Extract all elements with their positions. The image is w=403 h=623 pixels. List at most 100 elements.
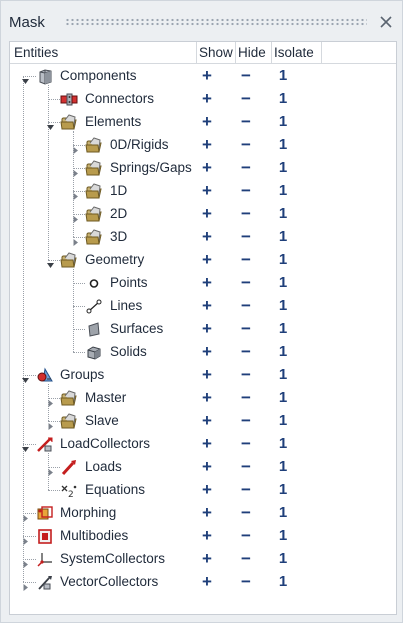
hide-button[interactable]: − [241,480,251,499]
show-button[interactable]: + [202,112,212,131]
isolate-button[interactable]: 1 [278,343,288,360]
show-button[interactable]: + [202,365,212,384]
show-button[interactable]: + [202,457,212,476]
tree-row[interactable]: Multibodies+−1 [10,525,396,548]
column-header-entities[interactable]: Entities [14,45,59,60]
show-button[interactable]: + [202,204,212,223]
isolate-button[interactable]: 1 [278,251,288,268]
isolate-button[interactable]: 1 [278,205,288,222]
tree-row[interactable]: Elements+−1 [10,111,396,134]
tree-item-label[interactable]: Connectors [85,91,155,106]
panel-titlebar[interactable]: Mask [1,1,402,39]
tree-item-label[interactable]: Groups [60,367,105,382]
hide-button[interactable]: − [241,411,251,430]
show-button[interactable]: + [202,296,212,315]
hide-button[interactable]: − [241,250,251,269]
isolate-button[interactable]: 1 [278,274,288,291]
show-button[interactable]: + [202,388,212,407]
drag-grip-handle[interactable] [65,18,367,26]
hide-button[interactable]: − [241,572,251,591]
expanded-arrow-icon[interactable] [22,371,29,383]
show-button[interactable]: + [202,158,212,177]
tree-item-label[interactable]: Master [85,390,127,405]
tree-row[interactable]: Geometry + − 1 [10,249,396,272]
show-button[interactable]: + [202,319,212,338]
collapsed-arrow-icon[interactable] [72,210,79,223]
tree-row[interactable]: Master + − 1 [10,387,396,410]
show-button[interactable]: + [202,250,212,269]
tree-row[interactable]: Points + − 1 [10,272,396,295]
show-button[interactable]: + [202,181,212,200]
tree-item-label[interactable]: Slave [85,413,119,428]
tree-item-label[interactable]: Equations [85,482,146,497]
hide-button[interactable]: − [241,204,251,223]
tree-row[interactable]: Slave + − 1 [10,410,396,433]
expanded-arrow-icon[interactable] [22,72,29,84]
tree-row[interactable]: Morphing+−1 [10,502,396,525]
isolate-button[interactable]: 1 [278,159,288,176]
show-button[interactable]: + [202,135,212,154]
tree-item-label[interactable]: LoadCollectors [60,436,151,451]
hide-button[interactable]: − [241,388,251,407]
isolate-button[interactable]: 1 [278,113,288,130]
tree-row[interactable]: Components+−1 [10,65,396,88]
isolate-button[interactable]: 1 [278,389,288,406]
hide-button[interactable]: − [241,112,251,131]
show-button[interactable]: + [202,480,212,499]
expanded-arrow-icon[interactable] [47,118,54,130]
hide-button[interactable]: − [241,342,251,361]
hide-button[interactable]: − [241,319,251,338]
tree-row[interactable]: LoadCollectors+−1 [10,433,396,456]
column-header-show[interactable]: Show [199,45,233,60]
tree-item-label[interactable]: SystemCollectors [60,551,166,566]
tree-row[interactable]: VectorCollectors+−1 [10,571,396,594]
collapsed-arrow-icon[interactable] [72,233,79,246]
hide-button[interactable]: − [241,227,251,246]
expanded-arrow-icon[interactable] [22,440,29,452]
hide-button[interactable]: − [241,549,251,568]
show-button[interactable]: + [202,411,212,430]
tree-item-label[interactable]: Springs/Gaps [110,160,192,175]
tree-item-label[interactable]: Points [110,275,148,290]
tree-item-label[interactable]: VectorCollectors [60,574,159,589]
collapsed-arrow-icon[interactable] [72,141,79,154]
show-button[interactable]: + [202,526,212,545]
tree-item-label[interactable]: 2D [110,206,128,221]
show-button[interactable]: + [202,273,212,292]
tree-row[interactable]: Solids+−1 [10,341,396,364]
tree-row[interactable]: Lines+−1 [10,295,396,318]
show-button[interactable]: + [202,549,212,568]
hide-button[interactable]: − [241,66,251,85]
tree-row[interactable]: Surfaces+−1 [10,318,396,341]
isolate-button[interactable]: 1 [278,458,288,475]
show-button[interactable]: + [202,227,212,246]
close-icon[interactable] [377,13,395,31]
isolate-button[interactable]: 1 [278,481,288,498]
show-button[interactable]: + [202,434,212,453]
hide-button[interactable]: − [241,296,251,315]
hide-button[interactable]: − [241,273,251,292]
isolate-button[interactable]: 1 [278,412,288,429]
hide-button[interactable]: − [241,365,251,384]
hide-button[interactable]: − [241,457,251,476]
expanded-arrow-icon[interactable] [47,256,54,268]
collapsed-arrow-icon[interactable] [22,509,29,522]
tree-item-label[interactable]: Surfaces [110,321,164,336]
tree-item-label[interactable]: Geometry [85,252,145,267]
column-header-isolate[interactable]: Isolate [274,45,314,60]
collapsed-arrow-icon[interactable] [22,578,29,591]
tree-row[interactable]: Loads+−1 [10,456,396,479]
tree-row[interactable]: Connectors+−1 [10,88,396,111]
collapsed-arrow-icon[interactable] [47,463,54,476]
hide-button[interactable]: − [241,135,251,154]
isolate-button[interactable]: 1 [278,504,288,521]
tree-item-label[interactable]: Lines [110,298,143,313]
isolate-button[interactable]: 1 [278,67,288,84]
isolate-button[interactable]: 1 [278,366,288,383]
tree-item-label[interactable]: Components [60,68,137,83]
hide-button[interactable]: − [241,158,251,177]
isolate-button[interactable]: 1 [278,182,288,199]
tree-item-label[interactable]: Multibodies [60,528,129,543]
isolate-button[interactable]: 1 [278,527,288,544]
hide-button[interactable]: − [241,89,251,108]
